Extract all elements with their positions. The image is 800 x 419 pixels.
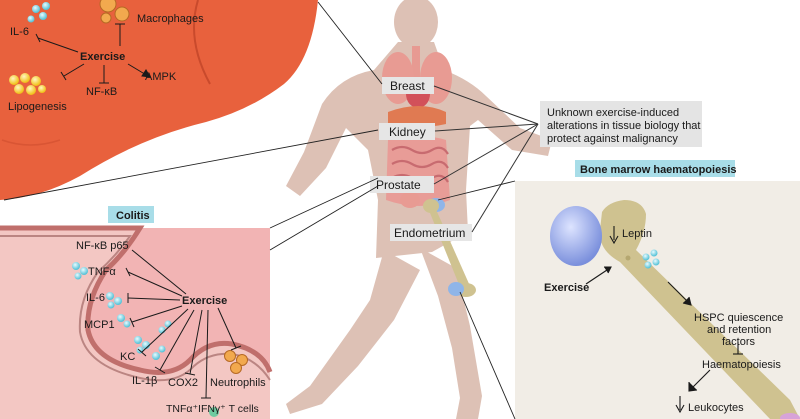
colitis-label-kc: KC (120, 351, 135, 363)
liver-il6-cells (27, 2, 50, 23)
colitis-label-il1b: IL-1β (132, 375, 157, 387)
bone-marrow-title-badge: Bone marrow haematopoiesis (575, 160, 737, 177)
colitis-label-neutrophils: Neutrophils (210, 377, 266, 389)
neutrophil-icon (224, 350, 248, 374)
svg-text:alterations in tissue biology: alterations in tissue biology that (547, 120, 700, 132)
bone-label-hspc-3: factors (722, 336, 756, 348)
liver-panel (0, 0, 318, 200)
liver-label-nfkb: NF-κB (86, 86, 117, 98)
note-box: Unknown exercise-induced alterations in … (540, 101, 702, 147)
lipid-droplets-icon (9, 73, 46, 95)
colitis-label-mcp1: MCP1 (84, 319, 115, 331)
svg-text:Unknown exercise-induced: Unknown exercise-induced (547, 107, 679, 119)
macrophage-icon (99, 0, 130, 24)
svg-text:protect against malignancy: protect against malignancy (547, 133, 678, 145)
colitis-zoom-lines (269, 177, 379, 251)
svg-text:Endometrium: Endometrium (394, 226, 465, 240)
colitis-label-nfkb-p65: NF-κB p65 (76, 240, 129, 252)
liver-arrows (35, 23, 151, 84)
organ-label-prostate: Prostate (370, 176, 434, 193)
liver-label-exercise: Exercise (80, 51, 125, 63)
svg-text:Prostate: Prostate (376, 178, 421, 192)
organ-label-breast: Breast (382, 77, 434, 94)
bone-cell-purple (780, 413, 800, 419)
colitis-cells (72, 262, 219, 417)
liver-label-macrophages: Macrophages (137, 13, 204, 25)
svg-text:Breast: Breast (390, 79, 425, 93)
colitis-panel (0, 225, 273, 419)
liver-zoom-lines (3, 1, 383, 201)
bone-label-hspc-2: and retention (707, 324, 771, 336)
bone-label-hspc-1: HSPC quiescence (694, 312, 783, 324)
colitis-label-il6: IL-6 (86, 292, 105, 304)
bone-label-exercise: Exercise (544, 282, 589, 294)
organ-label-kidney: Kidney (379, 123, 435, 140)
liver-label-lipogenesis: Lipogenesis (8, 101, 67, 113)
bone-label-haematopoiesis: Haematopoiesis (702, 359, 781, 371)
svg-text:Colitis: Colitis (116, 210, 150, 222)
colitis-label-t-cells: TNFα⁺IFNγ⁺ T cells (166, 403, 259, 415)
svg-text:Kidney: Kidney (389, 125, 426, 139)
svg-text:Bone marrow haematopoiesis: Bone marrow haematopoiesis (580, 164, 737, 176)
hspc-cells (642, 249, 660, 269)
femur-large (599, 200, 800, 419)
liver-label-il6: IL-6 (10, 26, 29, 38)
bone-label-leptin: Leptin (622, 228, 652, 240)
colitis-label-tnfa: TNFα (88, 266, 116, 278)
bone-zoom-lines (437, 180, 516, 419)
bone-label-leukocytes: Leukocytes (688, 402, 744, 414)
colitis-title-badge: Colitis (108, 206, 154, 223)
bone-marrow-arrows (585, 226, 743, 414)
colitis-label-exercise: Exercise (182, 295, 227, 307)
liver-label-ampk: AMPK (145, 71, 177, 83)
organ-label-endometrium: Endometrium (390, 224, 472, 241)
colitis-label-cox2: COX2 (168, 377, 198, 389)
pointer-lines (433, 85, 539, 233)
femoral-head (550, 206, 602, 266)
colitis-inhibition-lines (125, 249, 242, 399)
